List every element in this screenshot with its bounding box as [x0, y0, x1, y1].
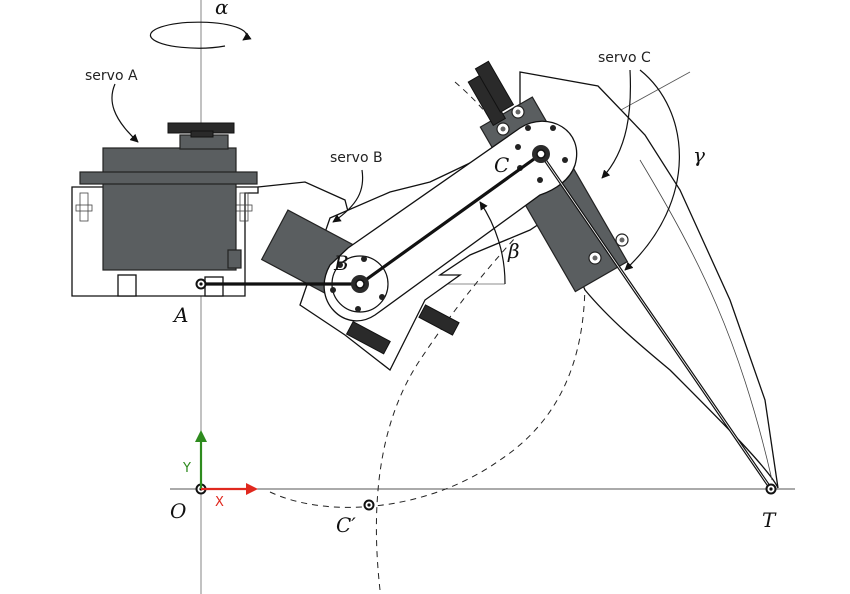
x-axis-label: X — [215, 495, 224, 510]
servo-c-label: servo C — [598, 50, 651, 66]
servo-c-screws — [496, 105, 629, 265]
reach-arc-b — [375, 169, 581, 591]
servo-b-leader — [332, 169, 364, 223]
y-axis-arrowhead — [195, 430, 207, 442]
point-a-label: A — [172, 303, 188, 327]
x-axis-arrowhead — [246, 483, 258, 495]
reach-arc-c — [269, 279, 586, 508]
gamma-angle-arc — [624, 69, 680, 271]
point-c-prime-label: C′ — [336, 513, 356, 537]
point-c-prime-marker — [363, 499, 375, 511]
origin-label: O — [170, 499, 186, 523]
alpha-rotation-indicator — [149, 21, 252, 49]
servo-b-horn — [418, 304, 460, 336]
servo-b-label: servo B — [330, 150, 383, 166]
point-b-label: B — [333, 251, 349, 275]
kinematic-chain — [199, 152, 773, 491]
joint-a — [195, 278, 207, 290]
point-t-label: T — [762, 508, 777, 532]
servo-c-horn — [474, 60, 515, 113]
alpha-label: α — [215, 0, 229, 19]
servo-a — [79, 122, 258, 271]
gamma-label: γ — [693, 143, 705, 167]
joint-b — [351, 275, 369, 293]
reach-arc-top — [454, 81, 496, 126]
point-t-marker — [765, 483, 777, 495]
servo-a-leader — [111, 83, 139, 143]
beta-angle-arc — [479, 201, 506, 285]
beta-label: β — [507, 239, 520, 263]
tibia-plate — [519, 71, 779, 489]
servo-c-leader — [601, 69, 631, 179]
servo-a-label: servo A — [85, 68, 138, 84]
joint-c — [532, 145, 550, 163]
point-c-label: C — [494, 153, 509, 177]
y-axis-label: Y — [182, 461, 191, 476]
